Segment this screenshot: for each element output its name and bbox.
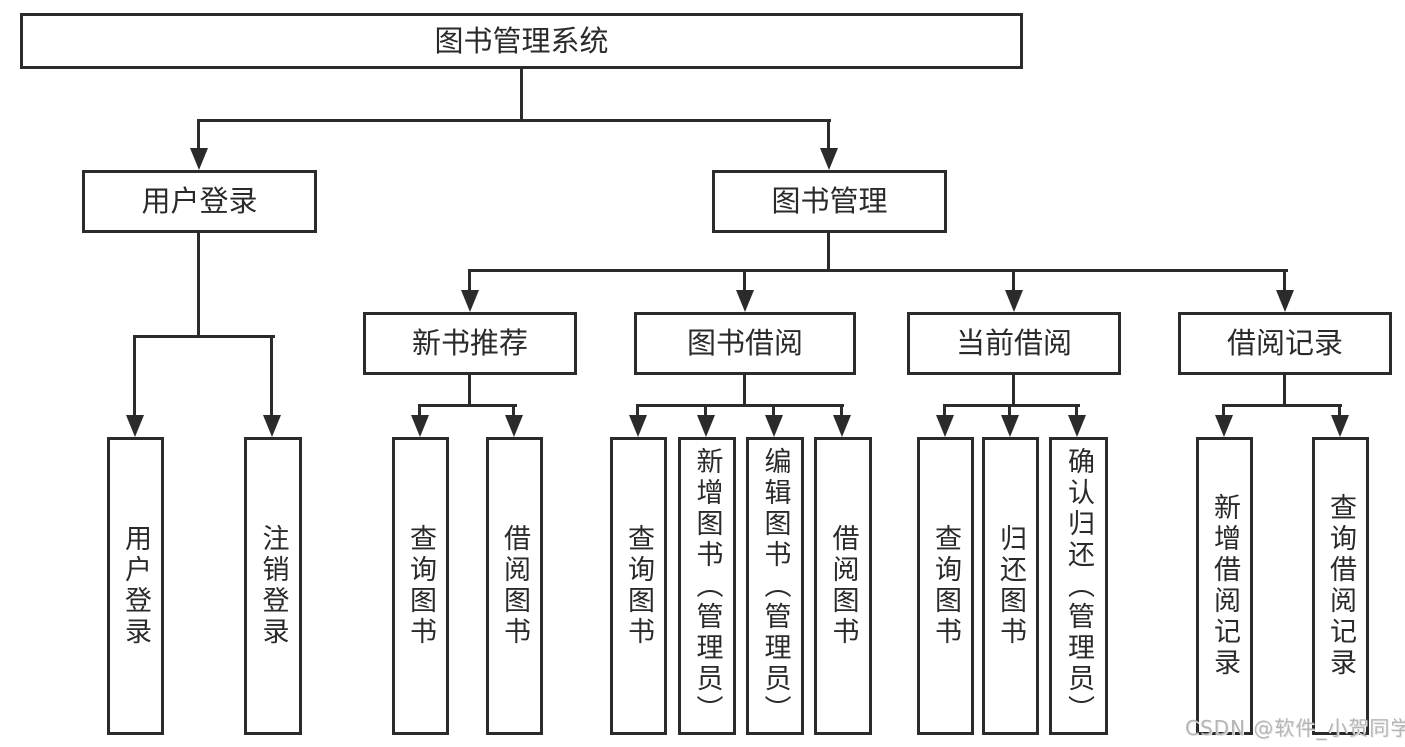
arrow-down-icon [1068, 415, 1086, 437]
arrow-down-icon [936, 415, 954, 437]
connector-line [1283, 374, 1286, 406]
leaf-query-borrow-record-label: 查询借阅记录 [1325, 493, 1356, 679]
leaf-borrow-book-borrowing-label: 借阅图书 [827, 524, 859, 648]
connector-line [827, 119, 830, 152]
node-book-management: 图书管理 [712, 170, 947, 233]
arrow-down-icon [1215, 415, 1233, 437]
arrow-down-icon [190, 148, 208, 170]
node-user-login: 用户登录 [82, 170, 317, 233]
arrow-down-icon [833, 415, 851, 437]
node-root-label: 图书管理系统 [434, 23, 609, 58]
arrow-down-icon [697, 415, 715, 437]
leaf-borrow-book-recommend-label: 借阅图书 [499, 524, 530, 648]
arrow-down-icon [765, 415, 783, 437]
arrow-down-icon [1001, 415, 1019, 437]
connector-line [512, 404, 515, 418]
connector-line [840, 404, 843, 418]
connector-line [943, 404, 946, 418]
arrow-down-icon [629, 415, 647, 437]
node-current-borrowing-label: 当前借阅 [955, 326, 1072, 360]
connector-line [743, 374, 746, 406]
connector-line [1222, 404, 1342, 407]
leaf-user-login-label: 用户登录 [120, 524, 151, 648]
connector-line [133, 335, 275, 338]
connector-line [197, 119, 200, 152]
arrow-down-icon [263, 415, 281, 437]
node-book-borrowing-label: 图书借阅 [686, 326, 803, 360]
connector-line [827, 233, 830, 271]
connector-line [704, 404, 707, 418]
arrow-down-icon [736, 290, 754, 312]
arrow-down-icon [126, 415, 144, 437]
leaf-query-book-recommend-label: 查询图书 [405, 524, 436, 648]
leaf-query-book-recommend: 查询图书 [392, 437, 449, 735]
leaf-query-book-borrowing: 查询图书 [610, 437, 667, 735]
leaf-query-book-current-label: 查询图书 [930, 524, 961, 648]
connector-line [197, 233, 200, 337]
connector-line [636, 404, 844, 407]
connector-line [1012, 374, 1015, 406]
connector-line [1283, 269, 1286, 295]
leaf-confirm-return-admin: 确认归还（管理员） [1049, 437, 1108, 735]
leaf-return-book-label: 归还图书 [995, 524, 1026, 648]
leaf-edit-book-admin: 编辑图书（管理员） [746, 437, 804, 735]
node-borrowing-records-label: 借阅记录 [1226, 326, 1343, 360]
leaf-logout-label: 注销登录 [257, 524, 289, 648]
connector-line [468, 374, 471, 406]
connector-line [468, 269, 471, 295]
node-new-book-recommendation: 新书推荐 [363, 312, 577, 375]
arrow-down-icon [505, 415, 523, 437]
connector-line [468, 269, 1288, 272]
connector-line [743, 269, 746, 295]
leaf-add-book-admin: 新增图书（管理员） [678, 437, 736, 735]
node-borrowing-records: 借阅记录 [1178, 312, 1392, 375]
connector-line [1338, 404, 1341, 418]
connector-line [133, 335, 136, 420]
leaf-add-book-admin-label: 新增图书（管理员） [691, 446, 723, 726]
arrow-down-icon [411, 415, 429, 437]
leaf-logout: 注销登录 [244, 437, 302, 735]
leaf-query-borrow-record: 查询借阅记录 [1312, 437, 1369, 735]
arrow-down-icon [820, 148, 838, 170]
arrow-down-icon [461, 290, 479, 312]
connector-line [636, 404, 639, 418]
leaf-add-borrow-record: 新增借阅记录 [1196, 437, 1253, 735]
node-current-borrowing: 当前借阅 [907, 312, 1121, 375]
connector-line [772, 404, 775, 418]
arrow-down-icon [1005, 290, 1023, 312]
node-book-borrowing: 图书借阅 [634, 312, 856, 375]
connector-line [1008, 404, 1011, 418]
connector-line [943, 404, 1080, 407]
leaf-edit-book-admin-label: 编辑图书（管理员） [759, 446, 791, 726]
leaf-confirm-return-admin-label: 确认归还（管理员） [1063, 446, 1094, 726]
connector-line [1012, 269, 1015, 295]
leaf-query-book-borrowing-label: 查询图书 [623, 524, 654, 648]
arrow-down-icon [1331, 415, 1349, 437]
leaf-borrow-book-borrowing: 借阅图书 [814, 437, 872, 735]
node-book-management-label: 图书管理 [771, 184, 888, 218]
connector-line [197, 119, 831, 122]
node-new-book-recommendation-label: 新书推荐 [411, 326, 528, 360]
connector-line [418, 404, 421, 418]
leaf-borrow-book-recommend: 借阅图书 [486, 437, 543, 735]
leaf-return-book: 归还图书 [982, 437, 1039, 735]
csdn-watermark: CSDN @软件_小贺同学 [1185, 716, 1405, 740]
connector-line [1222, 404, 1225, 418]
arrow-down-icon [1276, 290, 1294, 312]
leaf-user-login: 用户登录 [107, 437, 164, 735]
connector-line [418, 404, 517, 407]
connector-line [1075, 404, 1078, 418]
node-root: 图书管理系统 [20, 13, 1023, 69]
connector-line [270, 335, 273, 420]
leaf-add-borrow-record-label: 新增借阅记录 [1209, 493, 1240, 679]
leaf-query-book-current: 查询图书 [917, 437, 974, 735]
connector-line [520, 69, 523, 121]
node-user-login-label: 用户登录 [141, 184, 258, 218]
